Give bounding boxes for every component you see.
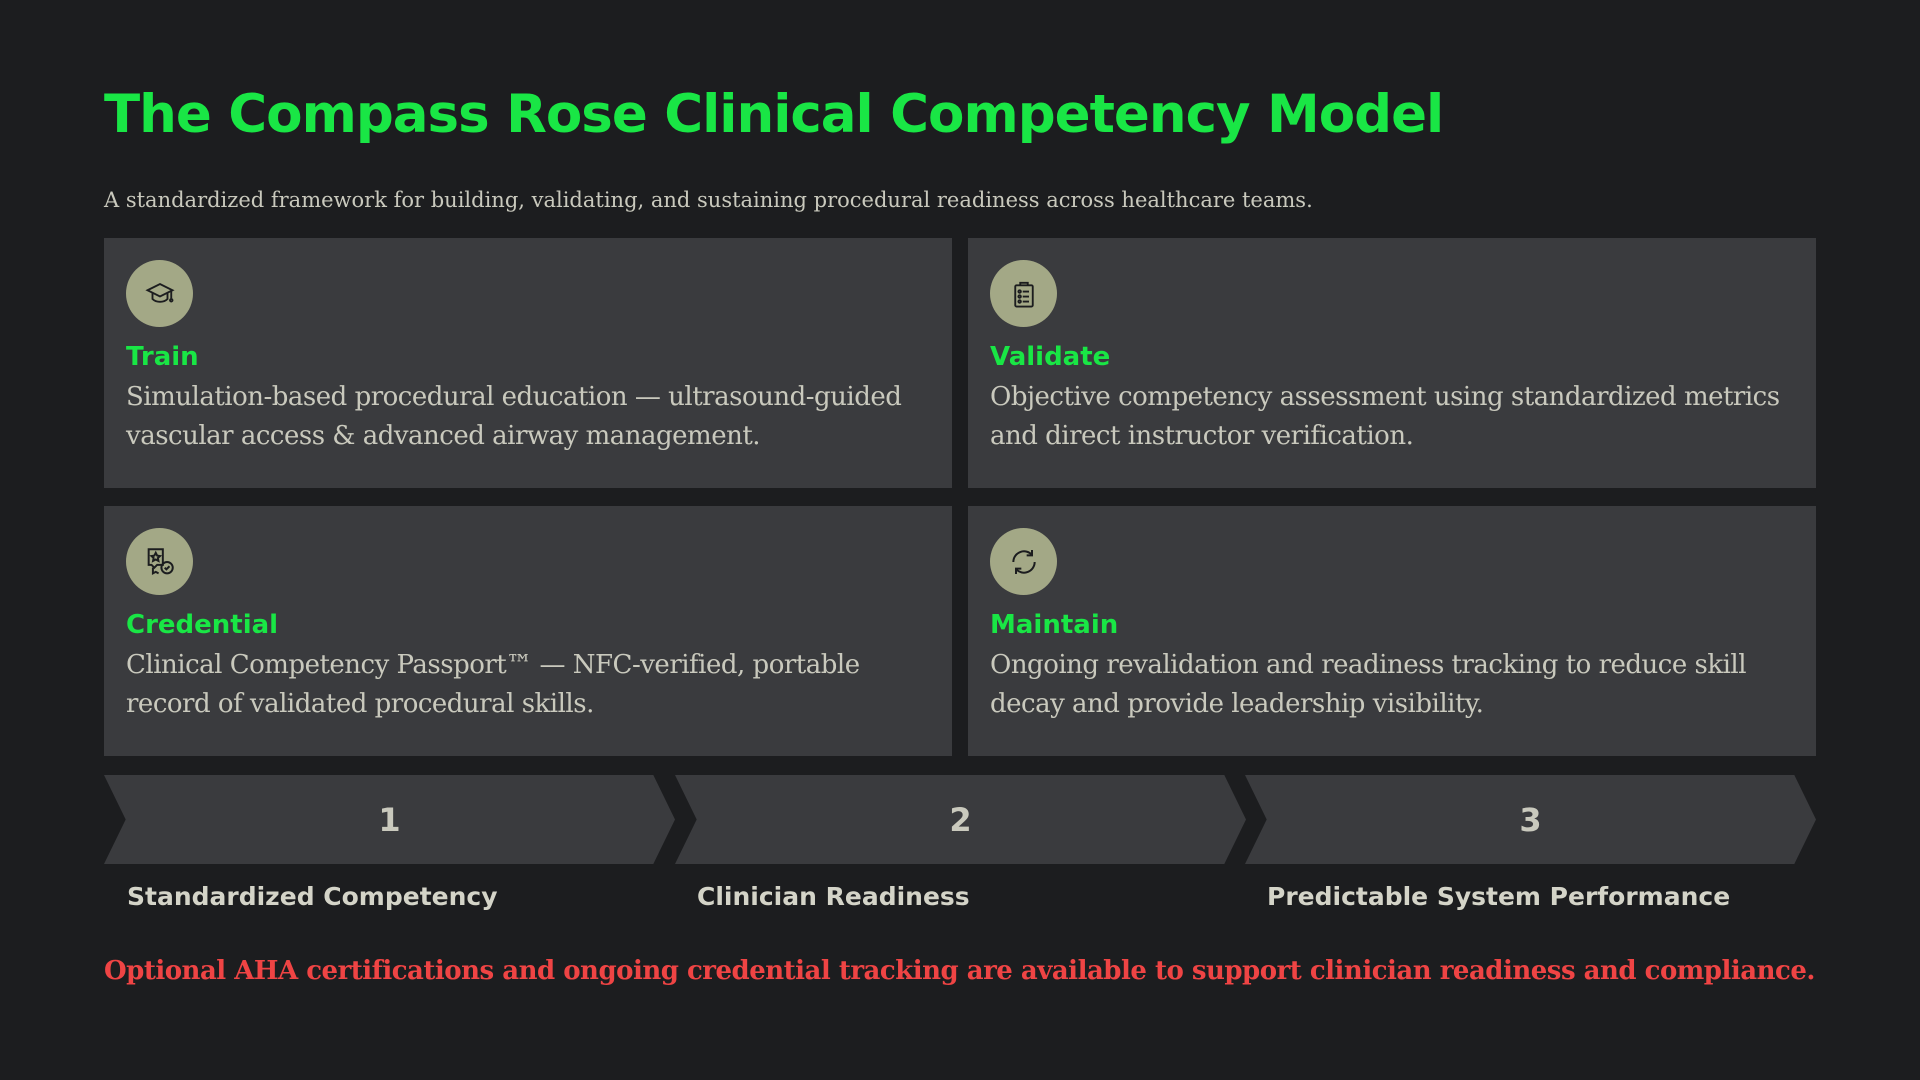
step-label: Clinician Readiness <box>697 882 970 911</box>
card-validate: Validate Objective competency assessment… <box>968 238 1816 488</box>
page-subtitle: A standardized framework for building, v… <box>104 188 1313 212</box>
card-heading: Validate <box>990 342 1111 372</box>
certificate-check-icon <box>126 528 193 595</box>
step-chevron-1: 1 <box>104 775 675 864</box>
card-heading: Train <box>126 342 199 372</box>
card-heading: Maintain <box>990 610 1119 640</box>
card-heading: Credential <box>126 610 279 640</box>
card-body: Ongoing revalidation and readiness track… <box>990 650 1747 719</box>
step-chevron-2: 2 <box>675 775 1246 864</box>
graduation-cap-icon <box>126 260 193 327</box>
step-label: Standardized Competency <box>127 882 498 911</box>
page-title: The Compass Rose Clinical Competency Mod… <box>104 84 1444 145</box>
clipboard-list-icon <box>990 260 1057 327</box>
card-train: Train Simulation-based procedural educat… <box>104 238 952 488</box>
step-chevron-3: 3 <box>1245 775 1816 864</box>
refresh-cycle-icon <box>990 528 1057 595</box>
card-body: Simulation-based procedural education — … <box>126 382 902 451</box>
step-label: Predictable System Performance <box>1267 882 1731 911</box>
card-body: Clinical Competency Passport™ — NFC-veri… <box>126 650 860 719</box>
card-credential: Credential Clinical Competency Passport™… <box>104 506 952 756</box>
card-maintain: Maintain Ongoing revalidation and readin… <box>968 506 1816 756</box>
card-body: Objective competency assessment using st… <box>990 382 1780 451</box>
footer-note: Optional AHA certifications and ongoing … <box>104 956 1815 986</box>
